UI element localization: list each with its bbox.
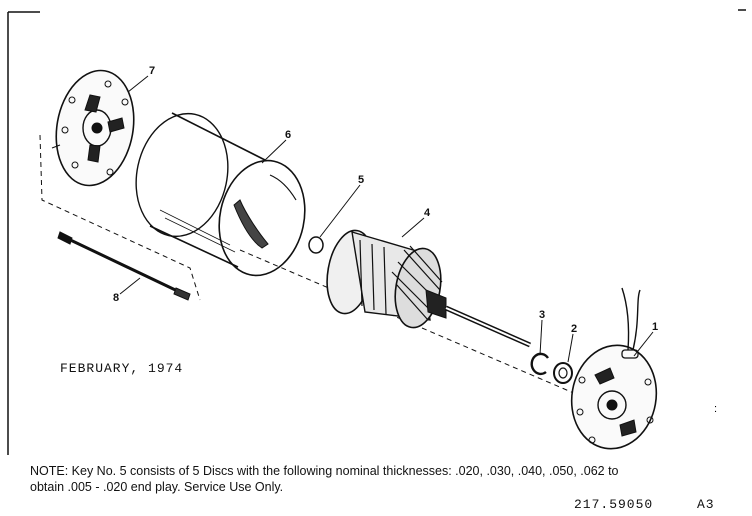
edge-mark: :	[714, 403, 717, 415]
through-bolt	[57, 231, 191, 301]
service-note: NOTE: Key No. 5 consists of 5 Discs with…	[30, 463, 730, 495]
end-bell-rear	[570, 287, 658, 450]
callout-2: 2	[571, 323, 577, 335]
spacer-discs	[308, 236, 324, 254]
diagram-date: FEBRUARY, 1974	[60, 361, 184, 376]
service-note-line-1: NOTE: Key No. 5 consists of 5 Discs with…	[30, 464, 619, 478]
callout-5: 5	[358, 174, 364, 186]
motor-frame-shell	[135, 112, 306, 277]
callout-4: 4	[424, 207, 431, 219]
callout-1: 1	[652, 321, 658, 333]
thrust-washer	[553, 362, 573, 384]
page-border	[7, 9, 746, 455]
part-number: 217.59050	[574, 497, 654, 512]
end-bell-front	[51, 69, 135, 187]
sheet-id: A3	[697, 497, 715, 512]
callout-3: 3	[539, 309, 545, 321]
callout-leaders	[119, 75, 654, 363]
retaining-ring	[530, 352, 550, 376]
callout-7: 7	[149, 65, 155, 77]
armature	[326, 229, 532, 348]
callout-6: 6	[285, 129, 291, 141]
callout-labels: 1 2 3 4 5 6 7 8	[113, 65, 658, 335]
service-note-line-2: obtain .005 - .020 end play. Service Use…	[30, 480, 284, 494]
callout-8: 8	[113, 292, 119, 304]
